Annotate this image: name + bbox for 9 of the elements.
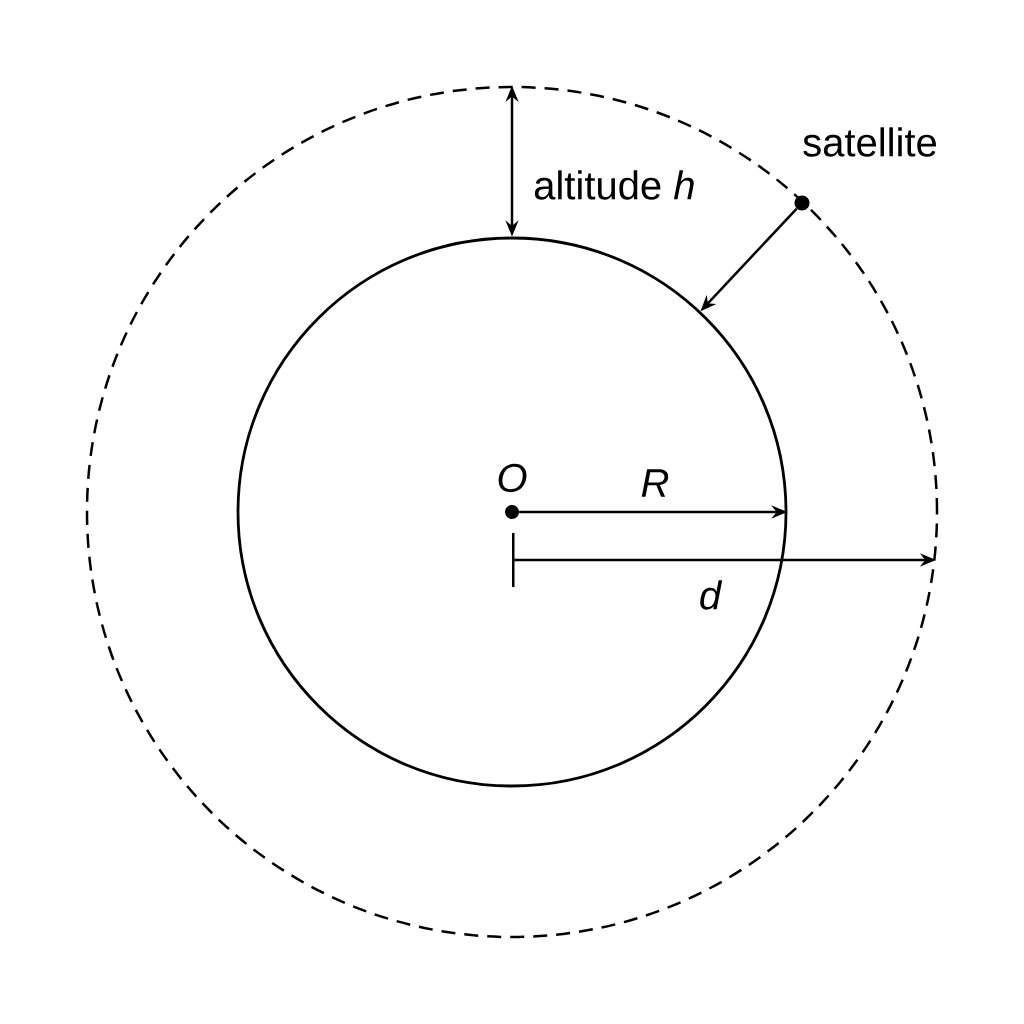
earth-circle [236,236,788,788]
dimension-label: d [700,580,723,610]
point-label: satellite [803,127,937,157]
orbit-circle [85,85,939,939]
edge-label: R [641,469,669,497]
edge-label: altitude h [534,170,694,200]
center-point [505,505,519,519]
satellite-dot [794,195,810,211]
point-label: O [498,463,527,493]
